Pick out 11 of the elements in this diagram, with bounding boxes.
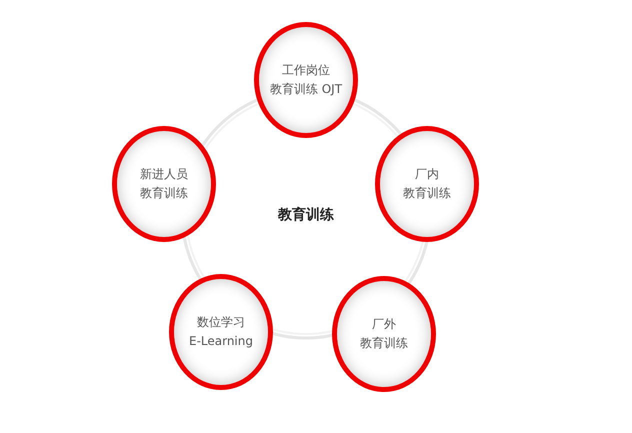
node-text: 教育训练 xyxy=(403,185,451,202)
node-text: 教育训练 xyxy=(140,185,188,202)
node-text: 教育训练 OJT xyxy=(270,81,342,98)
node-text: 工作岗位 xyxy=(282,62,330,79)
center-title: 教育训练 xyxy=(276,206,335,225)
node-text: E-Learning xyxy=(188,333,253,350)
node-text: 数位学习 xyxy=(197,314,245,331)
node-text: 教育训练 xyxy=(360,335,408,352)
node-text: 新进人员 xyxy=(140,166,188,183)
node-text: 厂内 xyxy=(415,166,439,183)
node-text: 厂外 xyxy=(372,316,396,333)
